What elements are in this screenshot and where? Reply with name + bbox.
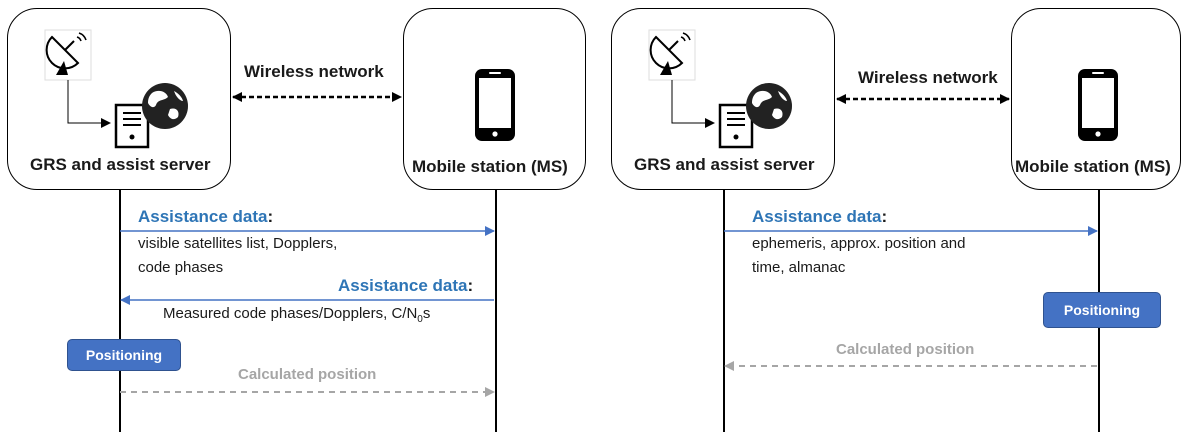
left-msg1-body: visible satellites list, Dopplers, code … — [138, 232, 337, 280]
left-dish-to-server-connector — [67, 80, 111, 128]
left-msg2-text: Measured code phases/Dopplers, C/N — [163, 305, 418, 322]
right-server-box: GRS and assist server — [611, 8, 835, 190]
right-positioning-button[interactable]: Positioning — [1043, 292, 1161, 328]
left-calculated-label: Calculated position — [238, 366, 377, 383]
left-network-label: Wireless network — [244, 62, 384, 81]
right-dish-to-server-connector — [671, 80, 715, 128]
right-network-label: Wireless network — [858, 68, 998, 87]
satellite-dish-icon — [648, 29, 696, 81]
left-server-box: GRS and assist server — [7, 8, 231, 190]
left-msg2-subscript: 0 — [417, 314, 423, 325]
left-mobile-label: Mobile station (MS) — [412, 157, 568, 176]
left-msg1-line1: visible satellites list, Dopplers, — [138, 235, 338, 252]
left-msg2-suffix: s — [422, 305, 431, 322]
right-msg1-title-text: Assistance data — [752, 207, 882, 226]
right-server-label: GRS and assist server — [634, 155, 815, 174]
left-msg1-line2: code phases — [138, 259, 224, 276]
satellite-dish-icon — [44, 29, 92, 81]
left-msg1-colon: : — [267, 207, 274, 226]
server-icon — [114, 103, 150, 149]
server-icon — [718, 103, 754, 149]
globe-icon — [142, 83, 188, 129]
left-msg2-title: Assistance data: — [338, 276, 473, 296]
right-server-lifeline — [723, 190, 725, 432]
left-mobile-lifeline — [495, 190, 497, 432]
globe-icon — [746, 83, 792, 129]
left-mobile-box: Mobile station (MS) — [403, 8, 586, 190]
right-mobile-box: Mobile station (MS) — [1011, 8, 1181, 190]
right-mobile-label: Mobile station (MS) — [1015, 157, 1171, 176]
left-msg1-title: Assistance data: — [138, 207, 273, 227]
right-msg1-title: Assistance data: — [752, 207, 887, 227]
right-msg1-line1: ephemeris, approx. position and — [752, 235, 966, 252]
left-msg2-body: Measured code phases/Dopplers, C/N0s — [163, 302, 430, 332]
right-msg1-colon: : — [881, 207, 888, 226]
right-msg1-body: ephemeris, approx. position and time, al… — [752, 232, 965, 280]
smartphone-icon — [475, 69, 515, 141]
left-server-label: GRS and assist server — [30, 155, 211, 174]
right-calculated-label: Calculated position — [836, 341, 975, 358]
smartphone-icon — [1078, 69, 1118, 141]
right-msg1-line2: time, almanac — [752, 259, 846, 276]
left-msg2-title-text: Assistance data — [338, 276, 468, 295]
left-positioning-button[interactable]: Positioning — [67, 339, 181, 371]
left-msg1-title-text: Assistance data — [138, 207, 268, 226]
left-msg2-colon: : — [467, 276, 474, 295]
left-server-lifeline — [119, 190, 121, 432]
